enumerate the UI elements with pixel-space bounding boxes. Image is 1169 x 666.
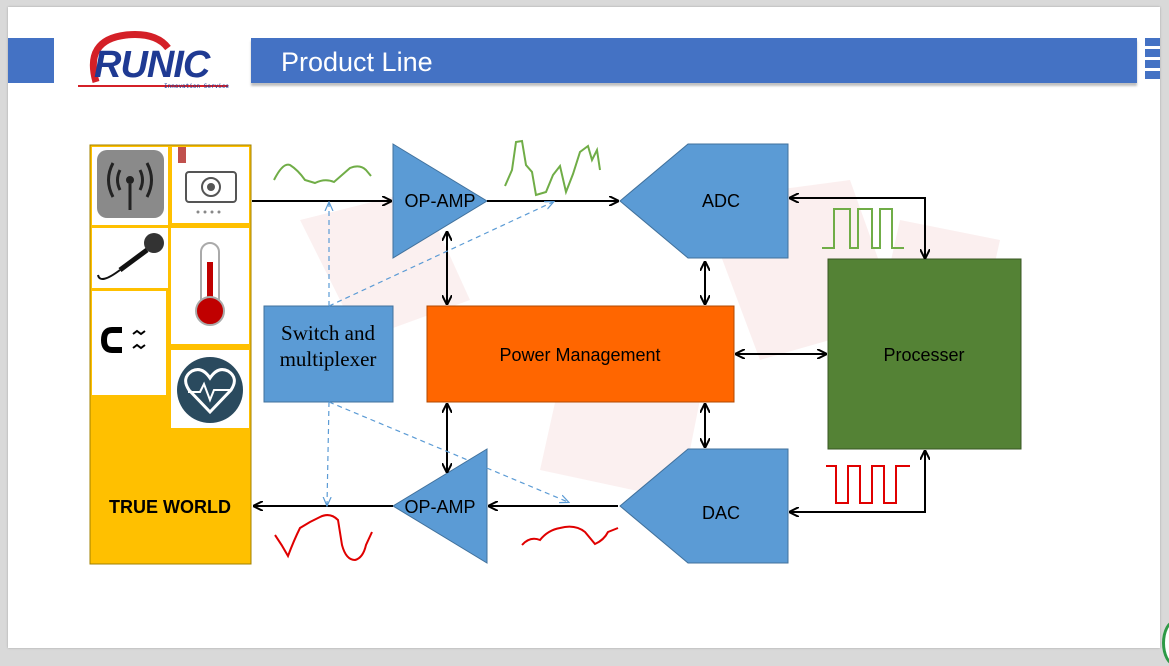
power-management-block [426, 305, 735, 403]
processor-label: Processer [883, 345, 964, 365]
amplified-signal-waveform [504, 139, 601, 197]
block-diagram: TRUE WORLD Switch and multiplexer Power … [89, 139, 1022, 565]
header-bar: Product Line [251, 38, 1137, 83]
header-right-bar [1145, 38, 1160, 83]
switch-label-line1: Switch and [281, 321, 375, 345]
logo-tagline: Innovation Service [164, 83, 230, 90]
microphone-icon [97, 233, 164, 280]
digital-in-waveform [822, 208, 904, 249]
logo-arc [78, 31, 228, 87]
switch-multiplexer-block [263, 305, 394, 403]
heartbeat-icon [177, 357, 243, 423]
arrow-processor-dac [790, 451, 925, 512]
wireless-icon [97, 150, 164, 218]
true-world-label: TRUE WORLD [109, 497, 231, 517]
world-out-waveform [274, 514, 373, 562]
header-left-bar [8, 38, 54, 83]
arrow-adc-processor [790, 198, 925, 258]
op-amp-bottom-block [392, 448, 488, 564]
op-amp-top-block [392, 143, 488, 259]
op-amp-bottom-label: OP-AMP [404, 497, 475, 517]
op-amp-top-label: OP-AMP [404, 191, 475, 211]
power-management-label: Power Management [499, 345, 660, 365]
analog-out-waveform [521, 525, 619, 546]
camera-icon [178, 147, 237, 214]
processor-block [827, 258, 1022, 450]
dac-block [619, 448, 789, 564]
adc-label: ADC [702, 191, 740, 211]
thermometer-icon [195, 242, 225, 326]
switch-label-line2: multiplexer [280, 347, 377, 371]
dac-label: DAC [702, 503, 740, 523]
magnet-icon [100, 327, 146, 353]
control-lines [327, 202, 568, 505]
digital-out-waveform [826, 465, 910, 504]
logo-text: RUNIC [94, 44, 210, 86]
adc-block [619, 143, 789, 259]
input-signal-waveform [273, 163, 372, 185]
page-title: Product Line [281, 47, 433, 77]
runic-logo: RUNIC Innovation Service [76, 30, 230, 92]
